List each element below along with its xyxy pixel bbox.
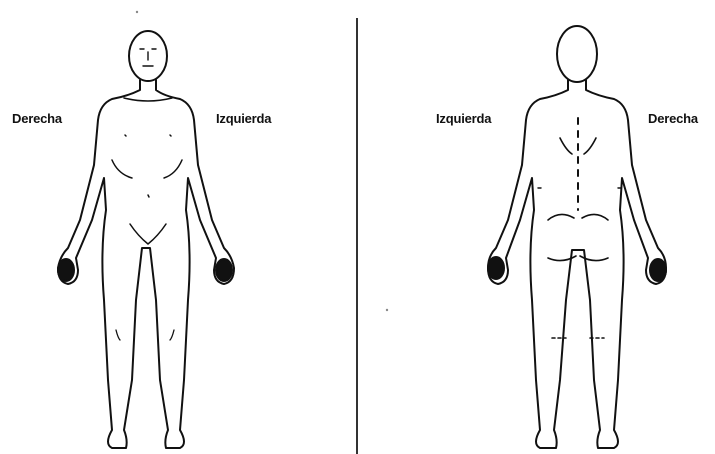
front-collar — [124, 98, 172, 101]
front-face — [140, 49, 156, 66]
back-right-hand — [650, 259, 666, 281]
back-buttocks — [548, 214, 608, 260]
back-right-label: Derecha — [648, 111, 698, 126]
front-chest-marks — [112, 135, 182, 197]
back-figure — [488, 26, 666, 448]
front-left-label: Izquierda — [216, 111, 271, 126]
back-head — [557, 26, 597, 82]
front-groin — [130, 224, 166, 244]
back-left-hand — [488, 257, 504, 279]
front-right-label: Derecha — [12, 111, 62, 126]
front-figure — [58, 31, 234, 448]
front-knees — [116, 330, 174, 340]
back-left-label: Izquierda — [436, 111, 491, 126]
front-body-outline — [58, 80, 234, 448]
front-left-hand — [216, 259, 232, 281]
stray-marks — [136, 11, 388, 311]
front-right-hand — [58, 259, 74, 281]
